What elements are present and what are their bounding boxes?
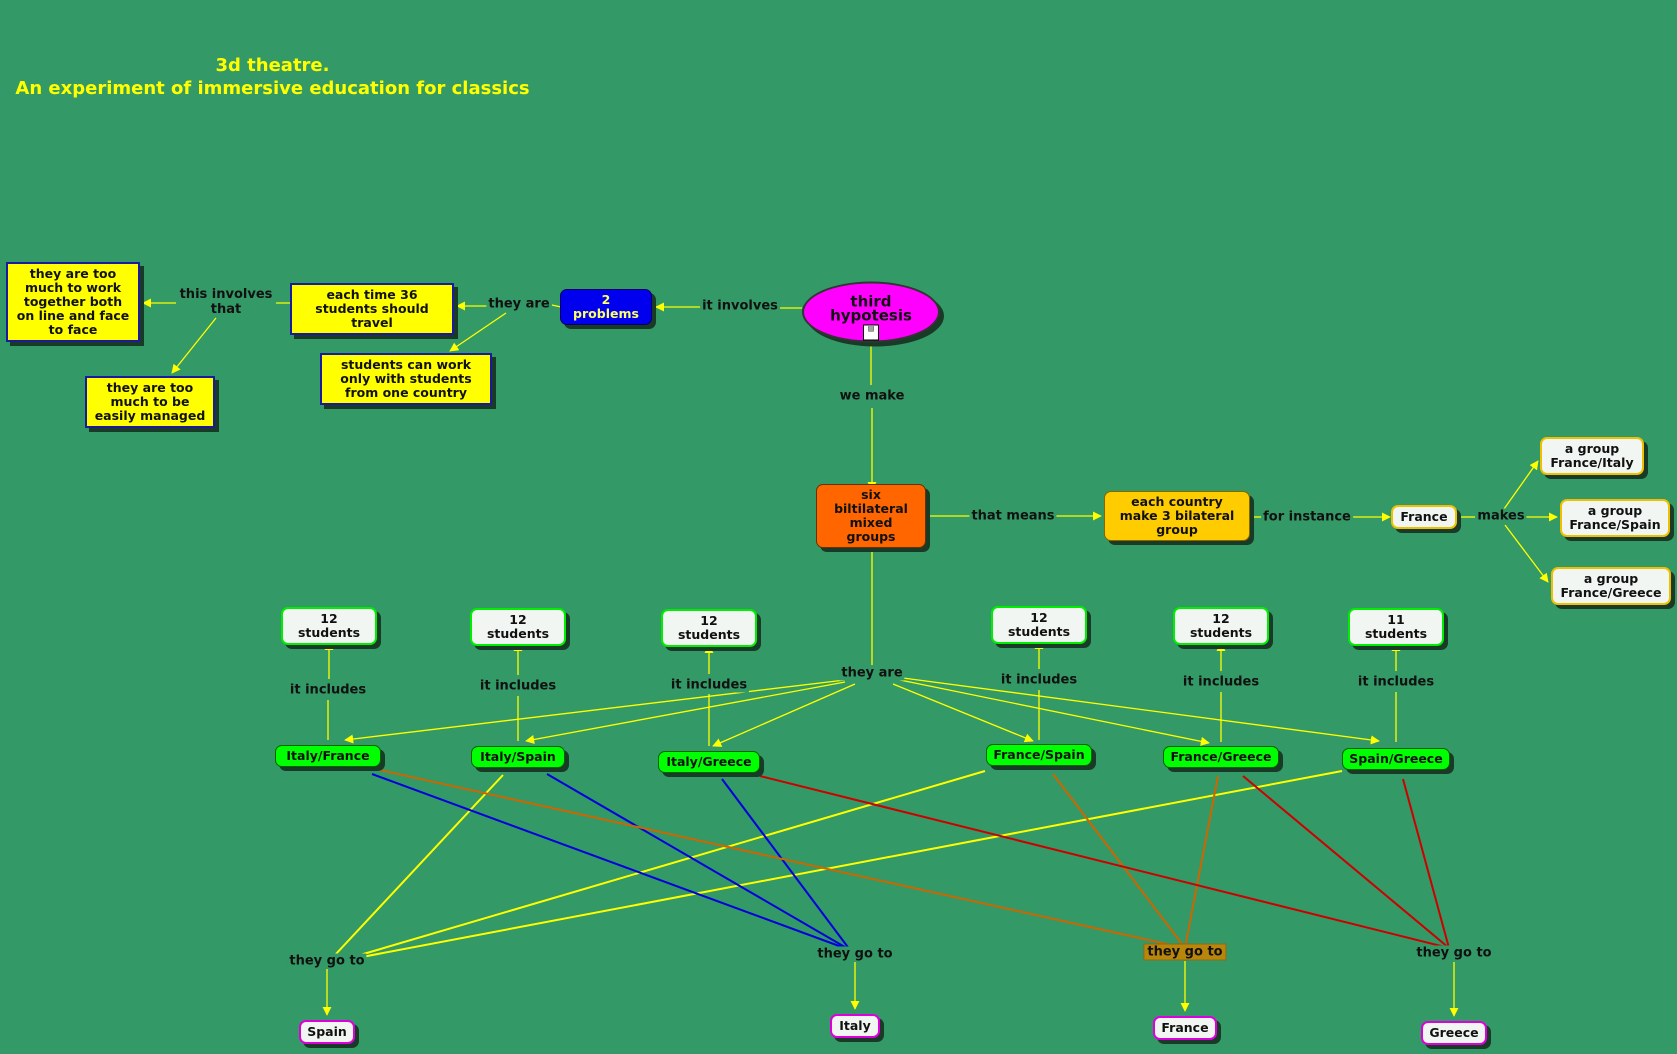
link-includes-spain-greece: it includes	[1355, 674, 1437, 690]
node-group-france-italy[interactable]: a group France/Italy	[1540, 437, 1644, 475]
node-group-france-italy-label: a group France/Italy	[1550, 441, 1634, 470]
link-this-involves-that: this involves that	[176, 287, 276, 317]
node-count-label: 12 students	[1189, 611, 1253, 640]
attached-document-icon[interactable]: ▤	[863, 324, 879, 341]
node-france-example-label: France	[1400, 509, 1448, 524]
node-each-country-label: each country make 3 bilateral group	[1119, 494, 1235, 537]
map-title: 3d theatre. An experiment of immersive e…	[0, 54, 545, 100]
link-includes-france-spain: it includes	[998, 672, 1080, 688]
link-it-involves: it involves	[700, 298, 780, 314]
link-for-instance: for instance	[1261, 509, 1353, 525]
node-pair-label: France/Spain	[993, 747, 1085, 762]
node-count-label: 12 students	[677, 613, 741, 642]
node-students-can-work[interactable]: students can work only with students fro…	[320, 353, 492, 405]
node-destination-label: Italy	[839, 1018, 871, 1033]
node-pair-france-greece[interactable]: France/Greece	[1163, 746, 1279, 768]
link-makes: makes	[1475, 508, 1527, 524]
node-destination-italy[interactable]: Italy	[830, 1014, 880, 1038]
node-pair-label: Italy/Greece	[666, 754, 752, 769]
node-count-label: 12 students	[297, 611, 361, 640]
node-count-label: 11 students	[1364, 612, 1428, 641]
node-two-problems[interactable]: 2 problems	[560, 289, 652, 325]
node-destination-greece[interactable]: Greece	[1421, 1021, 1487, 1045]
node-count-spain-greece[interactable]: 11 students	[1348, 608, 1444, 646]
node-count-label: 12 students	[1007, 610, 1071, 639]
node-pair-italy-greece[interactable]: Italy/Greece	[658, 751, 760, 773]
node-two-problems-label: 2 problems	[573, 292, 639, 321]
node-group-france-greece-label: a group France/Greece	[1560, 571, 1662, 600]
map-title-line-2: An experiment of immersive education for…	[15, 78, 530, 99]
node-destination-spain[interactable]: Spain	[299, 1020, 355, 1044]
node-count-label: 12 students	[486, 612, 550, 641]
node-each-time-36-students[interactable]: each time 36 students should travel	[290, 283, 454, 335]
link-includes-italy-france: it includes	[287, 682, 369, 698]
link-includes-italy-spain: it includes	[477, 678, 559, 694]
link-includes-italy-greece: it includes	[668, 677, 750, 693]
node-pair-france-spain[interactable]: France/Spain	[986, 744, 1092, 766]
node-too-much-managed[interactable]: they are too much to be easily managed	[85, 376, 215, 428]
node-pair-label: Italy/France	[286, 748, 370, 763]
node-pair-label: Italy/Spain	[480, 749, 556, 764]
node-pair-spain-greece[interactable]: Spain/Greece	[1342, 748, 1450, 770]
node-six-groups[interactable]: six biltilateral mixed groups	[816, 484, 926, 548]
node-pair-label: France/Greece	[1170, 749, 1272, 764]
node-pair-label: Spain/Greece	[1349, 751, 1443, 766]
link-includes-france-greece: it includes	[1180, 674, 1262, 690]
node-count-france-greece[interactable]: 12 students	[1173, 607, 1269, 645]
node-destination-label: France	[1161, 1020, 1209, 1035]
node-destination-label: Greece	[1429, 1025, 1479, 1040]
node-too-much-together-label: they are too much to work together both …	[16, 266, 130, 337]
node-pair-italy-france[interactable]: Italy/France	[275, 745, 381, 767]
link-that-means: that means	[969, 508, 1057, 524]
node-pair-italy-spain[interactable]: Italy/Spain	[471, 746, 565, 768]
node-destination-label: Spain	[307, 1024, 347, 1039]
node-each-country[interactable]: each country make 3 bilateral group	[1104, 491, 1250, 541]
node-france-example[interactable]: France	[1391, 505, 1457, 529]
link-go-italy: they go to	[815, 946, 895, 962]
node-destination-france[interactable]: France	[1153, 1016, 1217, 1040]
link-they-are-groups: they are	[839, 665, 905, 681]
link-go-spain: they go to	[287, 953, 367, 969]
link-go-greece: they go to	[1414, 945, 1494, 961]
node-count-italy-greece[interactable]: 12 students	[661, 609, 757, 647]
node-group-france-greece[interactable]: a group France/Greece	[1551, 567, 1671, 605]
node-count-france-spain[interactable]: 12 students	[991, 606, 1087, 644]
node-each-time-label: each time 36 students should travel	[315, 287, 429, 330]
link-go-france: they go to	[1143, 943, 1227, 961]
node-count-italy-spain[interactable]: 12 students	[470, 608, 566, 646]
node-too-much-together[interactable]: they are too much to work together both …	[6, 262, 140, 342]
link-they-are-problems: they are	[486, 296, 552, 312]
node-group-france-spain-label: a group France/Spain	[1569, 503, 1661, 532]
node-count-italy-france[interactable]: 12 students	[281, 607, 377, 645]
map-title-line-1: 3d theatre.	[215, 55, 330, 76]
node-group-france-spain[interactable]: a group France/Spain	[1560, 499, 1670, 537]
node-students-can-work-label: students can work only with students fro…	[340, 357, 472, 400]
node-six-groups-label: six biltilateral mixed groups	[834, 487, 908, 544]
node-third-hypotesis-label: third hypotesis	[830, 292, 912, 325]
link-we-make: we make	[837, 388, 907, 404]
node-too-much-managed-label: they are too much to be easily managed	[94, 380, 206, 423]
node-third-hypotesis[interactable]: third hypotesis ▤	[802, 281, 940, 343]
